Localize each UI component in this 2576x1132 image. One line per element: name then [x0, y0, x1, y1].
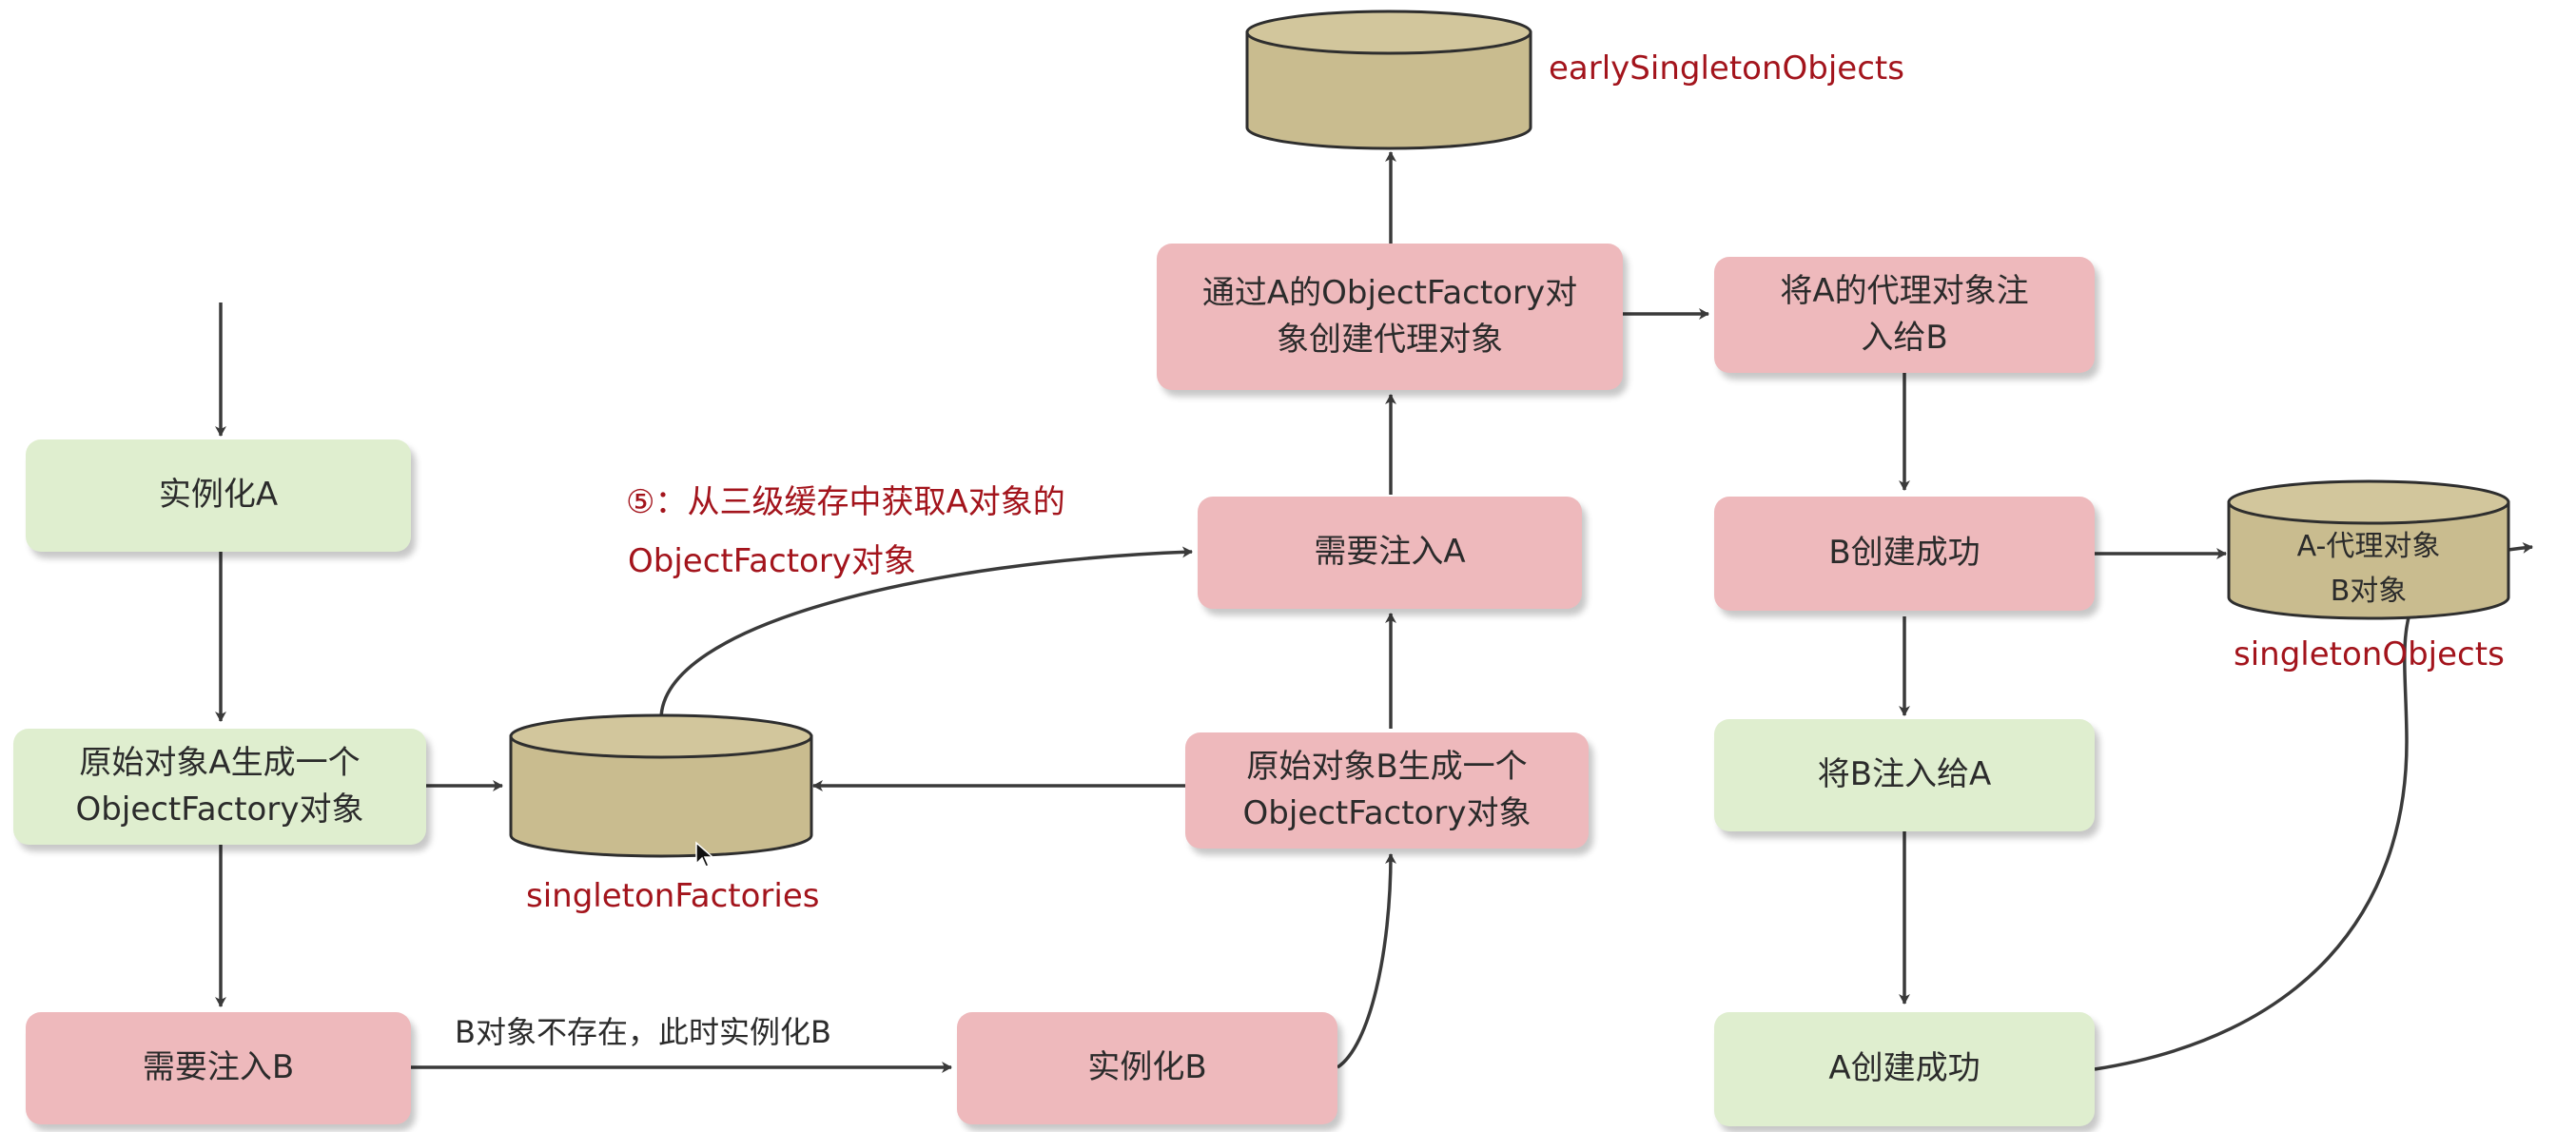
- inject-proxy-to-b-box: 将A的代理对象注 入给B: [1714, 257, 2095, 373]
- singleton-objects-items: A-代理对象 B对象: [2226, 525, 2511, 614]
- singleton-object-item: B对象: [2330, 574, 2408, 608]
- need-inject-b-box: 需要注入B: [26, 1012, 411, 1124]
- instantiate-a-box: 实例化A: [26, 439, 411, 552]
- instantiate-b-box: 实例化B: [957, 1012, 1337, 1124]
- early-singleton-objects-label: earlySingletonObjects: [1549, 49, 1904, 88]
- b-created-box: B创建成功: [1714, 497, 2095, 611]
- b-not-exist-annotation: B对象不存在，此时实例化B: [455, 1014, 831, 1050]
- arrow-singleton-factories-to-need-inject-a: [659, 546, 1193, 720]
- step5-annotation-line2: ObjectFactory对象: [628, 542, 916, 580]
- singleton-objects-label: singletonObjects: [2234, 635, 2505, 673]
- mouse-cursor-icon: [695, 841, 714, 868]
- create-factory-a-box: 原始对象A生成一个 ObjectFactory对象: [13, 729, 426, 845]
- singleton-factories-cylinder: [509, 713, 813, 858]
- singleton-objects-cylinder: [2227, 479, 2510, 620]
- inject-b-to-a-box: 将B注入给A: [1714, 719, 2095, 831]
- early-singleton-objects-cylinder: [1245, 10, 1532, 150]
- a-created-box: A创建成功: [1714, 1012, 2095, 1126]
- singleton-object-item: A-代理对象: [2296, 530, 2441, 563]
- step5-annotation-line1: ⑤：从三级缓存中获取A对象的: [626, 483, 1065, 521]
- create-factory-b-box: 原始对象B生成一个 ObjectFactory对象: [1185, 732, 1589, 849]
- arrow-a-created-to-singleton-objects: [2094, 541, 2533, 1071]
- need-inject-a-box: 需要注入A: [1198, 497, 1582, 609]
- singleton-factories-label: singletonFactories: [526, 877, 820, 915]
- arrow-instantiate-b-to-factory-b: [1337, 853, 1396, 1069]
- create-proxy-box: 通过A的ObjectFactory对 象创建代理对象: [1157, 244, 1623, 390]
